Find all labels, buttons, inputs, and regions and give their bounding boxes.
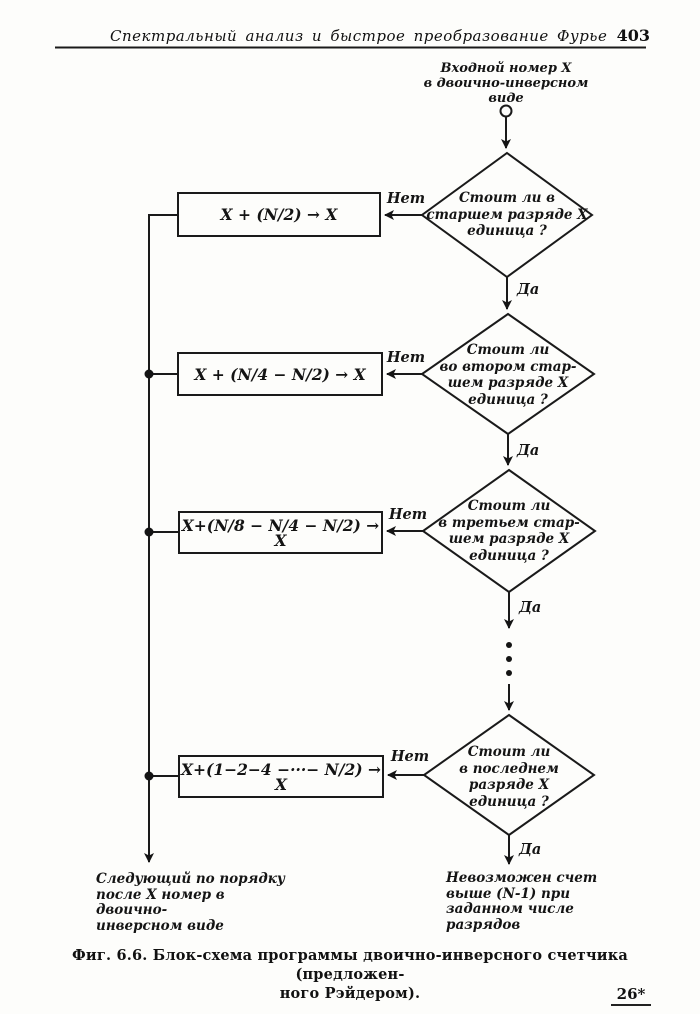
rail-junction-dot-2 [144, 369, 154, 379]
signature-mark: 26* [611, 985, 651, 1006]
rail-junction-dot-3 [144, 527, 154, 537]
rail-from-box-1 [148, 214, 178, 862]
exit-left-label: Следующий по порядку после X номер в дво… [96, 871, 285, 934]
process-3-formula: X+(N/8 − N/4 − N/2) → X [181, 515, 380, 550]
yes-label-1: Да [517, 281, 540, 298]
running-head-title: Спектральный анализ и быстрое преобразов… [110, 27, 608, 45]
no-label-2: Нет [386, 349, 426, 366]
yes-label-3: Да [519, 599, 542, 616]
figure-caption-line-1: Фиг. 6.6. Блок-схема программы двоично-и… [71, 947, 629, 983]
rail-junction-dot-4 [144, 771, 154, 781]
no-label-1: Нет [386, 190, 426, 207]
ellipsis-dot-1 [506, 642, 512, 648]
decision-3-label: Стоит ли в третьем стар- шем разряде X е… [438, 498, 580, 564]
decision-1-label: Стоит ли в старшем разряде X единица ? [426, 190, 588, 239]
process-1-formula: X + (N/2) → X [220, 205, 338, 225]
figure-caption: Фиг. 6.6. Блок-схема программы двоично-и… [40, 946, 660, 1003]
decision-4-label: Стоит ли в последнем разряде X единица ? [459, 744, 559, 810]
start-label: Входной номер X в двоично-инверсном виде [423, 61, 589, 106]
process-2-formula: X + (N/4 − N/2) → X [194, 364, 366, 384]
process-4-formula: X+(1−2−4 −···− N/2) → X [181, 759, 381, 794]
exit-right-label: Невозможен счет выше (N-1) при заданном … [446, 870, 598, 933]
decision-2-label: Стоит ли во втором стар- шем разряде X е… [439, 342, 577, 408]
start-terminal-circle [499, 104, 513, 118]
no-label-4: Нет [390, 748, 430, 765]
yes-label-2: Да [517, 442, 540, 459]
figure-caption-line-2: ного Рэйдером). [279, 985, 421, 1002]
page-number: 403 [616, 26, 650, 45]
no-label-3: Нет [388, 506, 428, 523]
ellipsis-dot-3 [506, 670, 512, 676]
ellipsis-dot-2 [506, 656, 512, 662]
yes-label-4: Да [519, 841, 542, 858]
